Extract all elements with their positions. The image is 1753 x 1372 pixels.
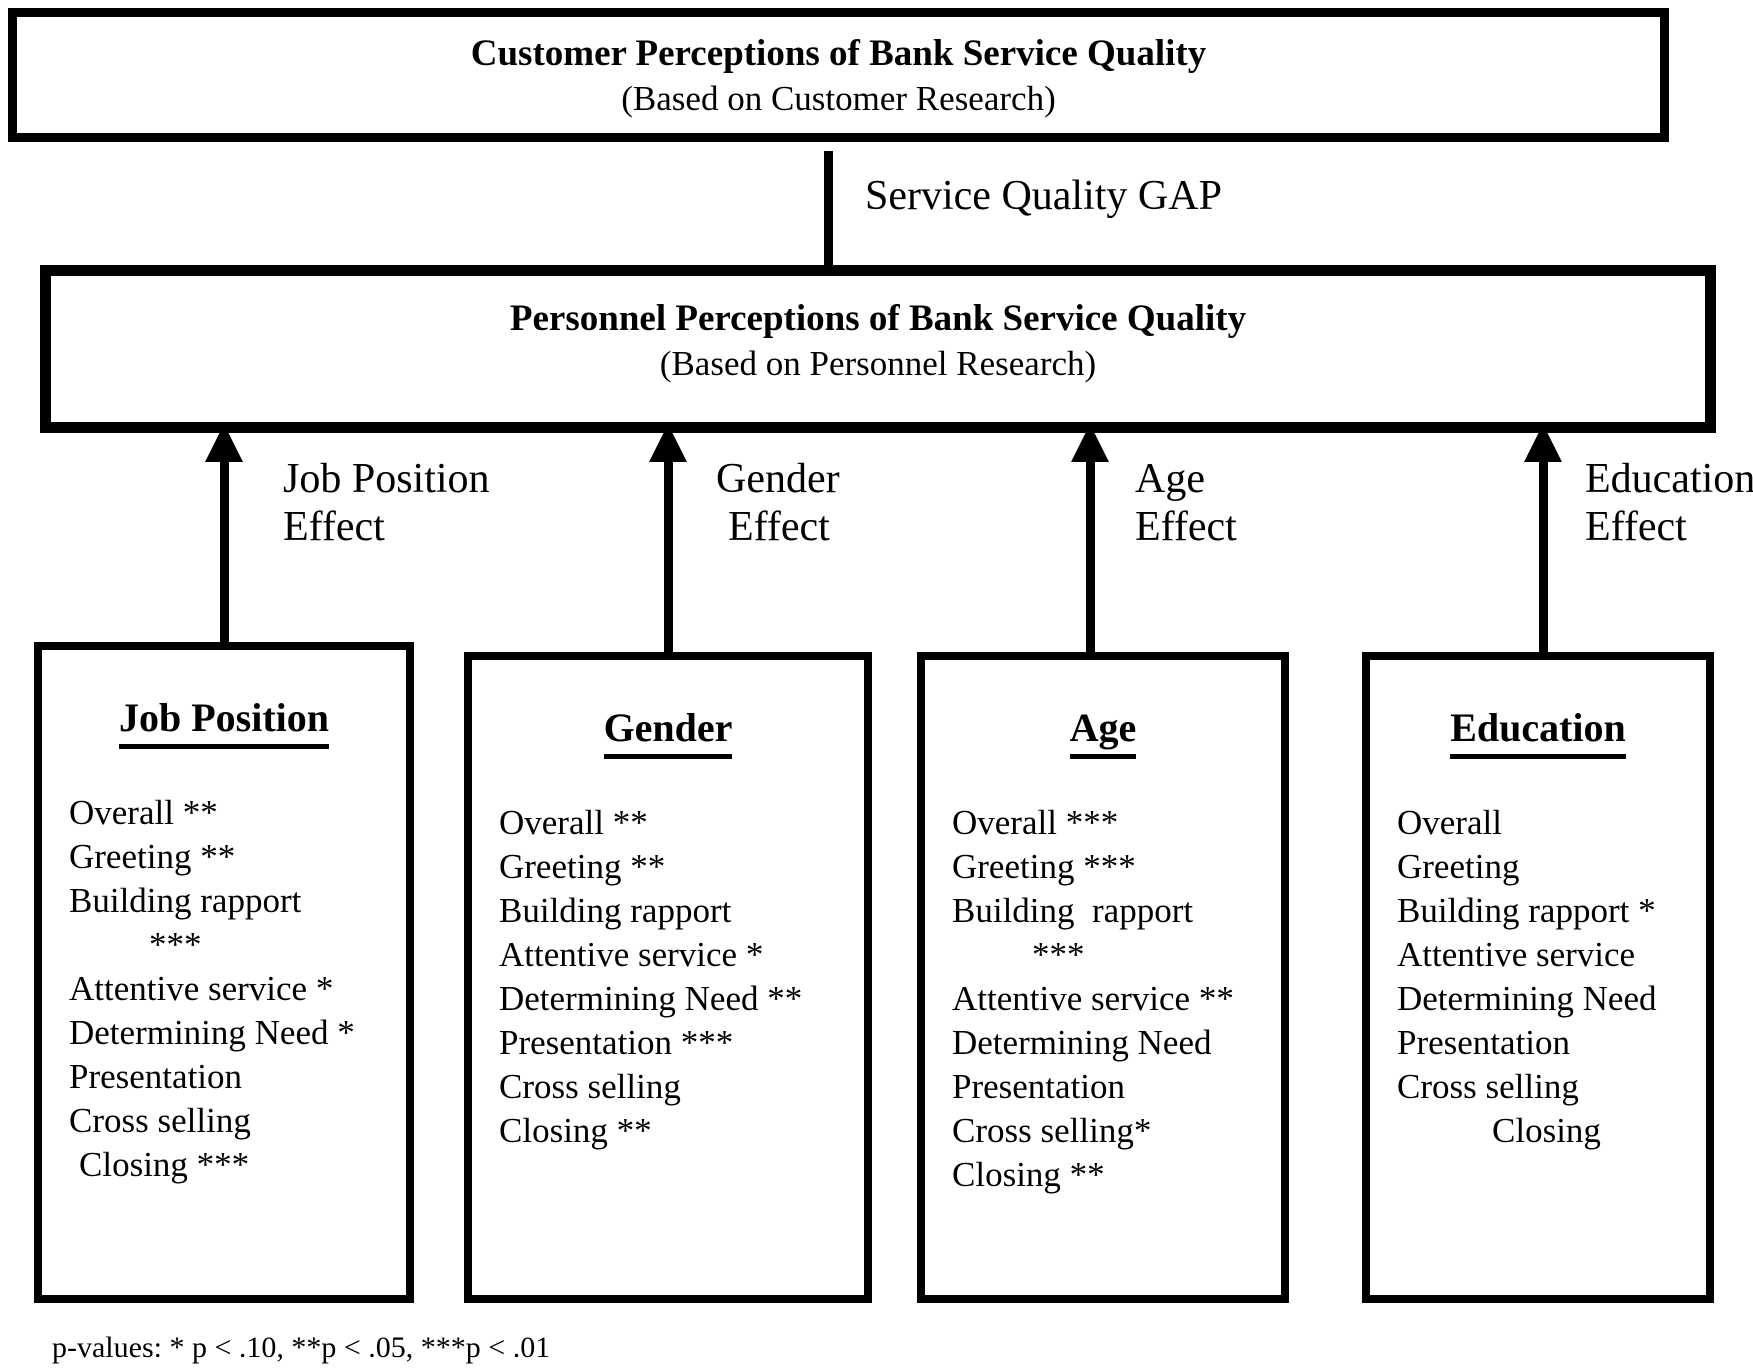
factor-item: Determining Need [1397, 979, 1657, 1018]
factor-item-list: Overall *** Greeting *** Building rappor… [925, 801, 1281, 1197]
factor-item: Greeting ** [499, 847, 666, 886]
customer-box-subtitle: (Based on Customer Research) [621, 79, 1056, 118]
factor-item: Greeting ** [69, 837, 236, 876]
factor-item-list: Overall Greeting Building rapport * Atte… [1370, 801, 1706, 1153]
factor-item: Attentive service * [69, 969, 334, 1008]
effect-label-line2: Effect [283, 504, 385, 550]
gap-connector-line [824, 151, 833, 266]
personnel-perceptions-box: Personnel Perceptions of Bank Service Qu… [40, 265, 1716, 433]
factor-item: Closing [1492, 1111, 1601, 1150]
factor-box-gender: Gender Overall ** Greeting ** Building r… [464, 652, 872, 1303]
effect-label-line1: Age [1135, 456, 1205, 502]
factor-item: Presentation [1397, 1023, 1571, 1062]
factor-item: Overall ** [499, 803, 648, 842]
factor-item-list: Overall ** Greeting ** Building rapport … [42, 791, 406, 1187]
service-quality-gap-label: Service Quality GAP [865, 173, 1222, 219]
factor-item: Presentation [952, 1067, 1126, 1106]
effect-label-line2: Effect [728, 504, 830, 550]
factor-box-header: Age [925, 660, 1281, 759]
up-arrow-stem-gender [664, 455, 673, 656]
factor-item: Building rapport * [1397, 891, 1656, 930]
up-arrow-stem-job-position [220, 455, 229, 646]
effect-label-job-position: Job Position Effect [283, 455, 490, 551]
factor-item: Cross selling* [952, 1111, 1152, 1150]
factor-item: Greeting *** [952, 847, 1136, 886]
factor-item: Overall ** [69, 793, 218, 832]
factor-item-continuation: *** [1032, 935, 1085, 974]
factor-item: Greeting [1397, 847, 1520, 886]
factor-item: Determining Need * [69, 1013, 355, 1052]
factor-box-job-position: Job Position Overall ** Greeting ** Buil… [34, 642, 414, 1303]
factor-item: Presentation *** [499, 1023, 734, 1062]
factor-item: Attentive service [1397, 935, 1636, 974]
effect-label-line1: Gender [716, 456, 840, 502]
factor-item: Cross selling [1397, 1067, 1579, 1106]
factor-box-education: Education Overall Greeting Building rapp… [1362, 652, 1714, 1303]
factor-item: Cross selling [499, 1067, 681, 1106]
factor-box-header: Gender [472, 660, 864, 759]
effect-label-gender: Gender Effect [716, 455, 840, 551]
factor-item: Building rapport [499, 891, 732, 930]
factor-box-title: Gender [603, 704, 733, 759]
customer-box-title: Customer Perceptions of Bank Service Qua… [470, 33, 1207, 74]
factor-box-age: Age Overall *** Greeting *** Building ra… [917, 652, 1289, 1303]
factor-item: Closing ** [952, 1155, 1105, 1194]
factor-item: Closing ** [499, 1111, 652, 1150]
factor-item: Overall *** [952, 803, 1119, 842]
factor-item-list: Overall ** Greeting ** Building rapport … [472, 801, 864, 1153]
factor-item: Cross selling [69, 1101, 251, 1140]
factor-box-title: Education [1450, 704, 1626, 759]
effect-label-line2: Effect [1585, 504, 1687, 550]
p-values-footnote: p-values: * p < .10, **p < .05, ***p < .… [52, 1331, 551, 1364]
factor-item-continuation: *** [149, 925, 202, 964]
factor-box-title: Job Position [118, 694, 330, 749]
factor-box-header: Job Position [42, 650, 406, 749]
factor-item: Building rapport [952, 891, 1194, 930]
effect-label-age: Age Effect [1135, 455, 1237, 551]
factor-item: Overall [1397, 803, 1502, 842]
factor-item: Attentive service * [499, 935, 764, 974]
factor-item: Presentation [69, 1057, 243, 1096]
factor-box-title: Age [1069, 704, 1137, 759]
factor-box-header: Education [1370, 660, 1706, 759]
customer-perceptions-box: Customer Perceptions of Bank Service Qua… [8, 8, 1669, 142]
effect-label-line1: Job Position [283, 456, 490, 502]
personnel-box-title: Personnel Perceptions of Bank Service Qu… [509, 298, 1247, 339]
effect-label-line1: Education [1585, 456, 1753, 502]
factor-item: Attentive service ** [952, 979, 1234, 1018]
factor-item: Building rapport [69, 881, 302, 920]
personnel-box-subtitle: (Based on Personnel Research) [659, 344, 1097, 383]
factor-item: Determining Need [952, 1023, 1212, 1062]
factor-item: Closing *** [79, 1145, 250, 1184]
effect-label-line2: Effect [1135, 504, 1237, 550]
up-arrow-stem-education [1539, 455, 1548, 656]
factor-item: Determining Need ** [499, 979, 803, 1018]
effect-label-education: Education Effect [1585, 455, 1753, 551]
up-arrow-stem-age [1086, 455, 1095, 656]
